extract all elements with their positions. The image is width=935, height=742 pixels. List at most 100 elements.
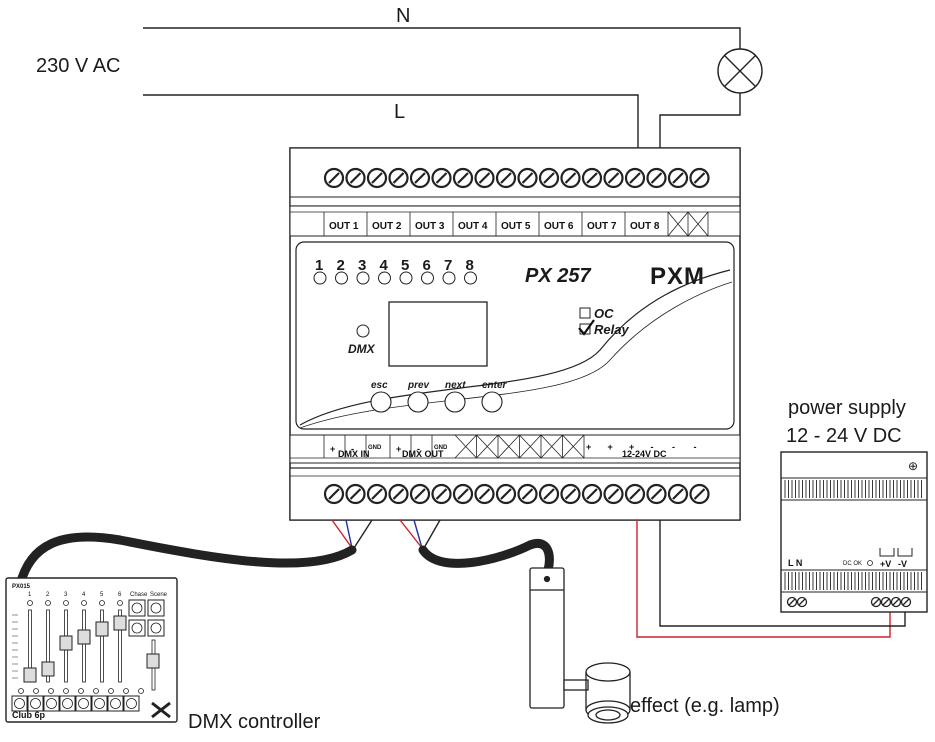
dmx-out-cable xyxy=(418,538,554,575)
output-label: OUT 1 xyxy=(329,221,359,232)
controller-channel-led-icon xyxy=(81,600,87,606)
channel-number: 7 xyxy=(444,257,452,274)
supply-positive-wire xyxy=(636,520,891,638)
fader-knob[interactable] xyxy=(77,629,91,645)
fader-knob[interactable] xyxy=(41,661,55,677)
channel-led-icon xyxy=(378,271,391,285)
button-led-icon xyxy=(18,688,24,694)
terminal-sign: - xyxy=(417,444,420,454)
panel-button[interactable] xyxy=(370,391,392,413)
terminal-screw-icon-slot xyxy=(650,488,663,500)
flash-button-ring xyxy=(94,698,105,709)
button-led-icon xyxy=(48,688,54,694)
psu-dcok-label: DC OK xyxy=(843,561,862,567)
unused-terminal-mark xyxy=(476,434,499,459)
output-label: OUT 2 xyxy=(372,221,402,232)
relay-label: Relay xyxy=(594,322,629,337)
flash-button-ring xyxy=(62,698,73,709)
dmx-indicator-label: DMX xyxy=(348,342,376,356)
psu-terminal-screws xyxy=(786,596,912,608)
terminal-sign: - xyxy=(351,444,354,454)
lamp-return-wire xyxy=(659,92,741,148)
panel-button-label: prev xyxy=(407,380,431,391)
terminal-screw-icon-slot xyxy=(392,172,405,184)
terminal-screw-icon-slot xyxy=(457,488,469,500)
supply-terminal-sign: + xyxy=(629,442,634,452)
neutral-label: N xyxy=(396,5,410,27)
device-brand-logo: PXM xyxy=(650,263,705,290)
scene-button-ring xyxy=(131,622,143,634)
terminal-screw-icon-slot xyxy=(328,172,340,184)
fader-track xyxy=(82,609,86,683)
unused-terminal-mark xyxy=(454,434,477,459)
output-label: OUT 4 xyxy=(458,221,488,232)
psu-ground-icon: ⊕ xyxy=(908,459,918,473)
output-label: OUT 6 xyxy=(544,221,574,232)
channel-led-icon xyxy=(399,271,413,285)
terminal-screw-icon-slot xyxy=(328,488,340,500)
unused-terminal-mark xyxy=(519,434,542,459)
unused-terminal-mark xyxy=(497,434,520,459)
dmx-out-label: DMX OUT xyxy=(402,449,444,459)
fader-knob[interactable] xyxy=(23,667,37,683)
psu-vents-top xyxy=(784,480,922,498)
terminal-screw-icon-slot xyxy=(435,488,448,500)
terminal-screw-icon-slot xyxy=(500,488,512,500)
terminal-screw-icon-slot xyxy=(693,172,706,184)
terminal-screw-icon-slot xyxy=(371,488,383,500)
fader-knob[interactable] xyxy=(95,621,109,637)
terminal-screw-icon-slot xyxy=(349,488,362,500)
psu-vents-bottom xyxy=(784,572,922,590)
terminal-screw-icon-slot xyxy=(414,488,426,500)
button-led-icon xyxy=(78,688,84,694)
panel-button[interactable] xyxy=(407,391,429,413)
terminal-screw-icon-slot xyxy=(629,172,641,184)
psu-minus-v-label: -V xyxy=(898,559,907,569)
channel-led-icon xyxy=(421,271,434,285)
panel-button[interactable] xyxy=(444,391,466,413)
psu-screw-slot xyxy=(788,598,796,606)
panel-button[interactable] xyxy=(481,391,503,413)
scene-button-ring xyxy=(150,622,162,634)
mains-wiring xyxy=(143,27,741,148)
controller-channel-led-icon xyxy=(27,600,33,606)
fader-knob[interactable] xyxy=(113,615,127,631)
device-display xyxy=(388,301,488,367)
terminal-sign: + xyxy=(396,444,401,454)
panel-button-label: enter xyxy=(482,380,508,391)
effect-lamp-icon xyxy=(529,567,631,724)
terminal-screw-icon-slot xyxy=(543,488,555,500)
oc-checkbox xyxy=(579,307,591,319)
dmx-led-icon xyxy=(356,324,370,338)
controller-name: Club 6p xyxy=(12,710,46,720)
fader-knob[interactable] xyxy=(59,635,73,651)
channel-number: 5 xyxy=(401,257,409,274)
terminal-screw-icon-slot xyxy=(478,488,491,500)
dmx-in-cable xyxy=(15,532,357,590)
terminal-screw-icon-slot xyxy=(478,172,491,184)
bottom-terminal-screws xyxy=(323,483,710,505)
power-supply-title: power supply xyxy=(788,397,906,419)
terminal-screw-icon-slot xyxy=(543,172,555,184)
terminal-sign: + xyxy=(330,444,335,454)
top-terminal-screws xyxy=(323,167,710,189)
channel-number: 1 xyxy=(315,257,323,274)
terminal-screw-icon-slot xyxy=(392,488,405,500)
supply-negative-wire xyxy=(659,520,906,627)
terminal-screw-icon-slot xyxy=(672,172,684,184)
channel-number: 3 xyxy=(358,257,366,274)
supply-terminal-sign: + xyxy=(586,442,591,452)
controller-channel-led-icon xyxy=(45,600,51,606)
channel-number: 8 xyxy=(466,257,474,274)
terminal-screw-icon-slot xyxy=(629,488,641,500)
effect-label: effect (e.g. lamp) xyxy=(630,695,780,717)
supply-voltage-label: 12-24V DC xyxy=(622,449,667,459)
button-led-icon xyxy=(123,688,129,694)
flash-button-ring xyxy=(46,698,57,709)
master-fader-knob[interactable] xyxy=(146,653,160,669)
oc-label: OC xyxy=(594,306,614,321)
controller-scene-label: Scene xyxy=(150,592,168,598)
